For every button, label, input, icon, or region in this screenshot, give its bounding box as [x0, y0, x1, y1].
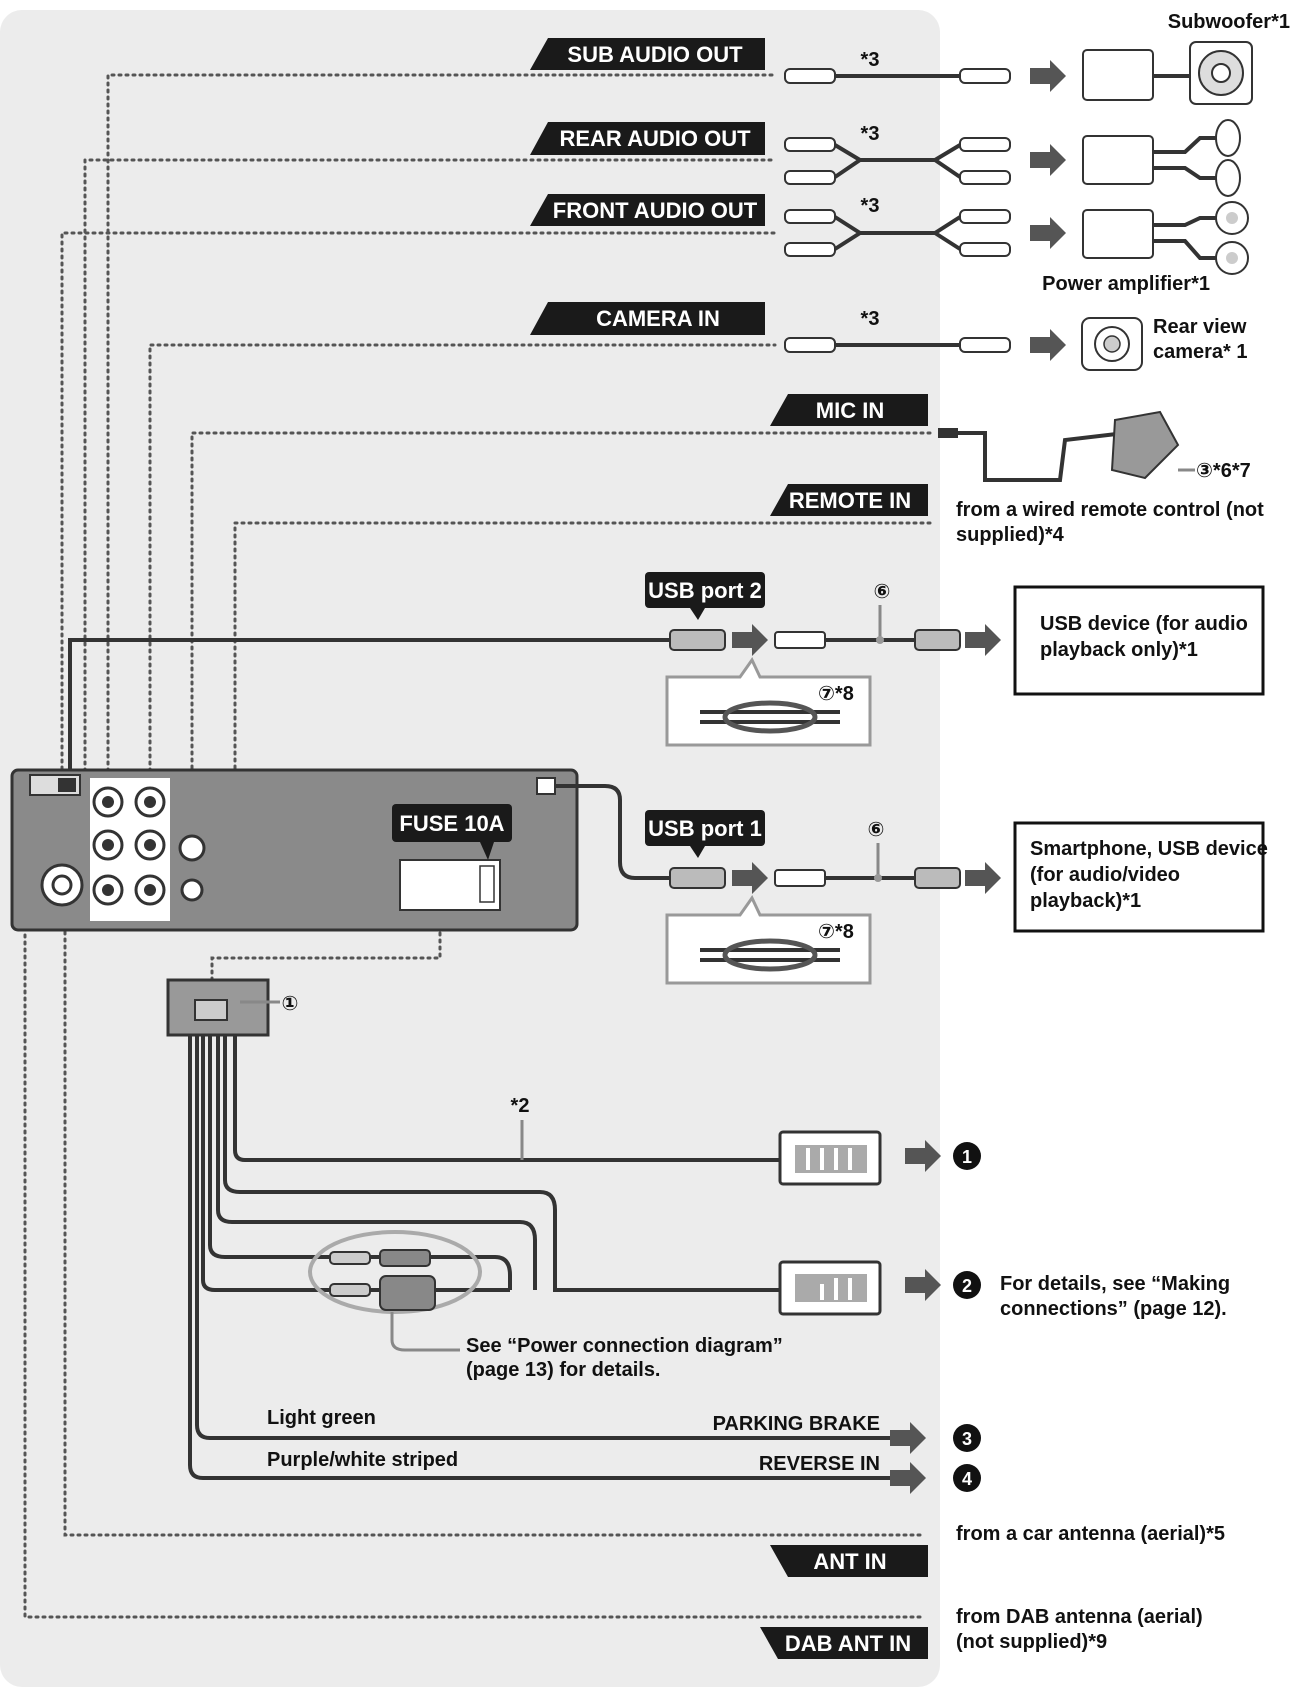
- note-star3-front: *3: [861, 195, 880, 217]
- tag-fuse: FUSE 10A: [392, 804, 512, 860]
- smartphone-label-2: (for audio/video: [1030, 864, 1180, 886]
- svg-text:REAR AUDIO OUT: REAR AUDIO OUT: [559, 126, 751, 151]
- tag-camera-in: CAMERA IN: [530, 302, 765, 335]
- marker-2: 2: [953, 1271, 981, 1299]
- subwoofer-amplifier: [1082, 41, 1253, 105]
- svg-text:REMOTE IN: REMOTE IN: [789, 488, 911, 513]
- making-connections-2: connections” (page 12).: [1000, 1298, 1227, 1320]
- remote-note-1: from a wired remote control (not: [956, 499, 1264, 521]
- smartphone-label-1: Smartphone, USB device: [1030, 838, 1268, 860]
- svg-text:1: 1: [962, 1147, 972, 1167]
- svg-text:FRONT AUDIO OUT: FRONT AUDIO OUT: [553, 198, 758, 223]
- dab-antenna-note-2: (not supplied)*9: [956, 1631, 1107, 1653]
- svg-text:ANT IN: ANT IN: [813, 1549, 886, 1574]
- svg-text:SUB AUDIO OUT: SUB AUDIO OUT: [567, 42, 743, 67]
- usb-device-label-2: playback only)*1: [1040, 639, 1198, 661]
- star2-label: *2: [511, 1095, 530, 1117]
- harness-wires: [188, 1035, 890, 1480]
- light-green-label: Light green: [267, 1407, 376, 1429]
- power-diagram-note-2: (page 13) for details.: [466, 1359, 661, 1381]
- svg-text:2: 2: [962, 1276, 972, 1296]
- marker-1: 1: [953, 1142, 981, 1170]
- subwoofer-label: Subwoofer*1: [1168, 11, 1290, 33]
- note-star3-sub: *3: [861, 49, 880, 71]
- cable-tie-box-1: [665, 895, 872, 985]
- usb-cable-2: [68, 605, 961, 780]
- tag-usb-port-2: USB port 2: [645, 572, 765, 620]
- tag-mic-in: MIC IN: [770, 394, 928, 426]
- mic-ref-label: ③*6*7: [1196, 460, 1251, 482]
- dab-antenna-note-1: from DAB antenna (aerial): [956, 1606, 1203, 1628]
- ref7-8-usb1: ⑦*8: [818, 921, 854, 943]
- tag-front-audio-out: FRONT AUDIO OUT: [530, 194, 765, 226]
- usb-device-box: USB device (for audio playback only)*1: [1013, 585, 1265, 696]
- dotted-signal-lines: [23, 73, 937, 1619]
- reverse-in-label: REVERSE IN: [759, 1453, 880, 1475]
- rca-cable-rear: [784, 137, 1011, 185]
- tag-sub-audio-out: SUB AUDIO OUT: [530, 38, 765, 70]
- cable-tie-box-2: [665, 657, 872, 747]
- rear-view-camera-label-1: Rear view: [1153, 316, 1247, 338]
- car-antenna-note: from a car antenna (aerial)*5: [956, 1523, 1225, 1545]
- connector-2: [778, 1260, 882, 1316]
- svg-text:DAB ANT IN: DAB ANT IN: [785, 1631, 911, 1656]
- ref6-usb2: ⑥: [874, 581, 891, 603]
- making-connections-1: For details, see “Making: [1000, 1273, 1230, 1295]
- usb-cable-1: [555, 784, 961, 889]
- smartphone-label-3: playback)*1: [1030, 890, 1141, 912]
- harness-connector: [166, 978, 280, 1037]
- front-amplifier: [1082, 201, 1249, 275]
- rear-view-camera-label-2: camera* 1: [1153, 341, 1248, 363]
- svg-text:3: 3: [962, 1429, 972, 1449]
- power-connector-detail: [308, 1230, 482, 1352]
- ref6-usb1: ⑥: [868, 819, 885, 841]
- tag-ant-in: ANT IN: [770, 1545, 928, 1577]
- purple-white-label: Purple/white striped: [267, 1449, 458, 1471]
- microphone: [938, 410, 1195, 482]
- svg-text:4: 4: [962, 1469, 972, 1489]
- smartphone-box: Smartphone, USB device (for audio/video …: [1013, 821, 1268, 933]
- note-star3-camera: *3: [861, 308, 880, 330]
- power-amplifier-label: Power amplifier*1: [1042, 273, 1210, 295]
- tag-rear-audio-out: REAR AUDIO OUT: [530, 122, 765, 155]
- arrows: [732, 60, 1066, 1494]
- svg-text:USB port 1: USB port 1: [648, 816, 762, 841]
- tag-dab-ant-in: DAB ANT IN: [760, 1627, 928, 1659]
- svg-text:CAMERA IN: CAMERA IN: [596, 306, 720, 331]
- svg-text:FUSE 10A: FUSE 10A: [399, 811, 504, 836]
- ref7-8-usb2: ⑦*8: [818, 683, 854, 705]
- connector-1: [778, 1130, 882, 1186]
- tag-remote-in: REMOTE IN: [770, 484, 928, 516]
- marker-3: 3: [953, 1424, 981, 1452]
- tag-usb-port-1: USB port 1: [645, 810, 765, 858]
- note-star3-rear: *3: [861, 123, 880, 145]
- rear-amplifier: [1082, 119, 1241, 197]
- power-diagram-note-1: See “Power connection diagram”: [466, 1335, 783, 1357]
- remote-note-2: supplied)*4: [956, 524, 1065, 546]
- svg-text:USB port 2: USB port 2: [648, 578, 762, 603]
- head-unit: [10, 768, 579, 932]
- rear-view-camera: [1081, 317, 1143, 371]
- marker-4: 4: [953, 1464, 981, 1492]
- rca-cable-camera: [784, 337, 1011, 353]
- rca-cable-front: [784, 209, 1011, 257]
- parking-brake-label: PARKING BRAKE: [713, 1413, 880, 1435]
- rca-cable-sub: [784, 68, 1011, 84]
- ref1-label: ①: [282, 993, 299, 1015]
- usb-device-label-1: USB device (for audio: [1040, 613, 1248, 635]
- svg-text:MIC IN: MIC IN: [816, 398, 884, 423]
